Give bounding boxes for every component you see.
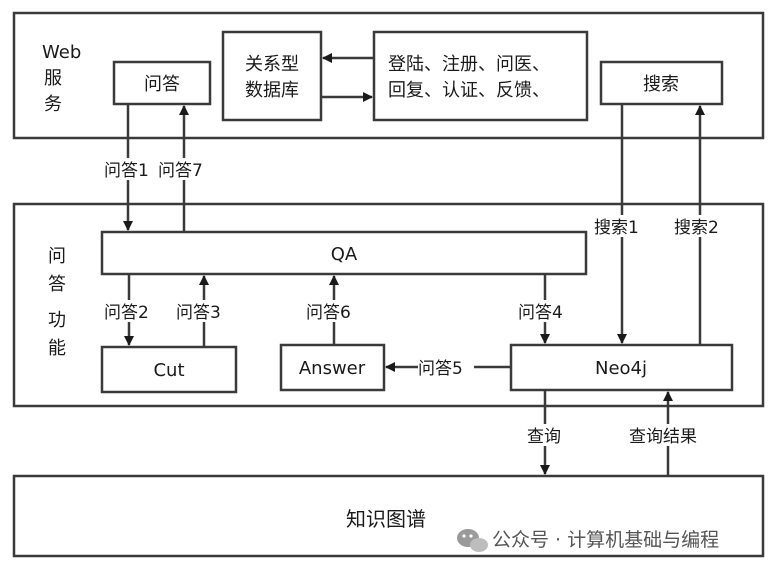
edge-q5-label: 问答5 [418, 359, 463, 379]
neo4j-box[interactable] [509, 343, 734, 392]
web-operations-line2: 回复、认证、反馈、 [388, 80, 550, 101]
knowledge-graph-box[interactable] [12, 474, 765, 558]
wechat-icon [457, 529, 488, 552]
edge-q1-label: 问答1 [104, 161, 149, 181]
edge-q3-bg [176, 300, 232, 322]
qa-function-char-4: 能 [48, 338, 66, 359]
edge-q5-bg [418, 356, 474, 378]
web-wenda-label: 问答 [144, 74, 180, 95]
edge-query-result-label: 查询结果 [629, 427, 697, 447]
web-service-title-line2: 服 [44, 68, 62, 89]
qa-function-char-2: 答 [48, 274, 66, 295]
web-operations-line1: 登陆、注册、问医、 [388, 54, 550, 75]
relational-db-line2: 数据库 [245, 80, 299, 101]
edge-q7-label: 问答7 [158, 161, 203, 181]
web-operations-box[interactable] [372, 30, 589, 122]
edge-s1-bg [594, 215, 650, 237]
web-wenda-box[interactable] [112, 60, 212, 106]
edge-q2-label: 问答2 [104, 303, 149, 323]
edge-q3-label: 问答3 [176, 303, 221, 323]
answer-box[interactable] [279, 343, 386, 392]
edge-query-label: 查询 [527, 427, 561, 447]
web-service-title-line3: 务 [44, 94, 62, 115]
edge-s1-label: 搜索1 [594, 218, 639, 238]
edge-q6-label: 问答6 [306, 303, 351, 323]
edge-q1-bg [104, 158, 156, 180]
edge-s2-bg [674, 215, 730, 237]
edge-q7-bg [158, 158, 214, 180]
edge-q4-label: 问答4 [518, 303, 563, 323]
qa-function-char-3: 功 [48, 310, 66, 331]
edge-q6-bg [306, 300, 362, 322]
neo4j-label: Neo4j [595, 358, 647, 379]
qa-function-char-1: 问 [48, 246, 66, 267]
edge-query-bg [526, 424, 566, 446]
edge-q4-bg [518, 300, 574, 322]
relational-db-box[interactable] [221, 30, 323, 122]
edge-query-result-bg [628, 424, 712, 446]
qa-label: QA [331, 244, 358, 265]
answer-label: Answer [299, 358, 366, 379]
edge-q2-bg [104, 300, 156, 322]
knowledge-graph-label: 知识图谱 [346, 507, 426, 531]
relational-db-line1: 关系型 [245, 54, 299, 75]
search-label: 搜索 [643, 74, 679, 95]
watermark-text: 公众号 · 计算机基础与编程 [492, 529, 719, 551]
search-box[interactable] [599, 60, 724, 106]
cut-box[interactable] [100, 345, 238, 394]
qa-box[interactable] [100, 230, 588, 276]
web-service-title-line1: Web [42, 42, 81, 63]
cut-label: Cut [153, 360, 184, 381]
edge-s2-label: 搜索2 [674, 218, 719, 238]
